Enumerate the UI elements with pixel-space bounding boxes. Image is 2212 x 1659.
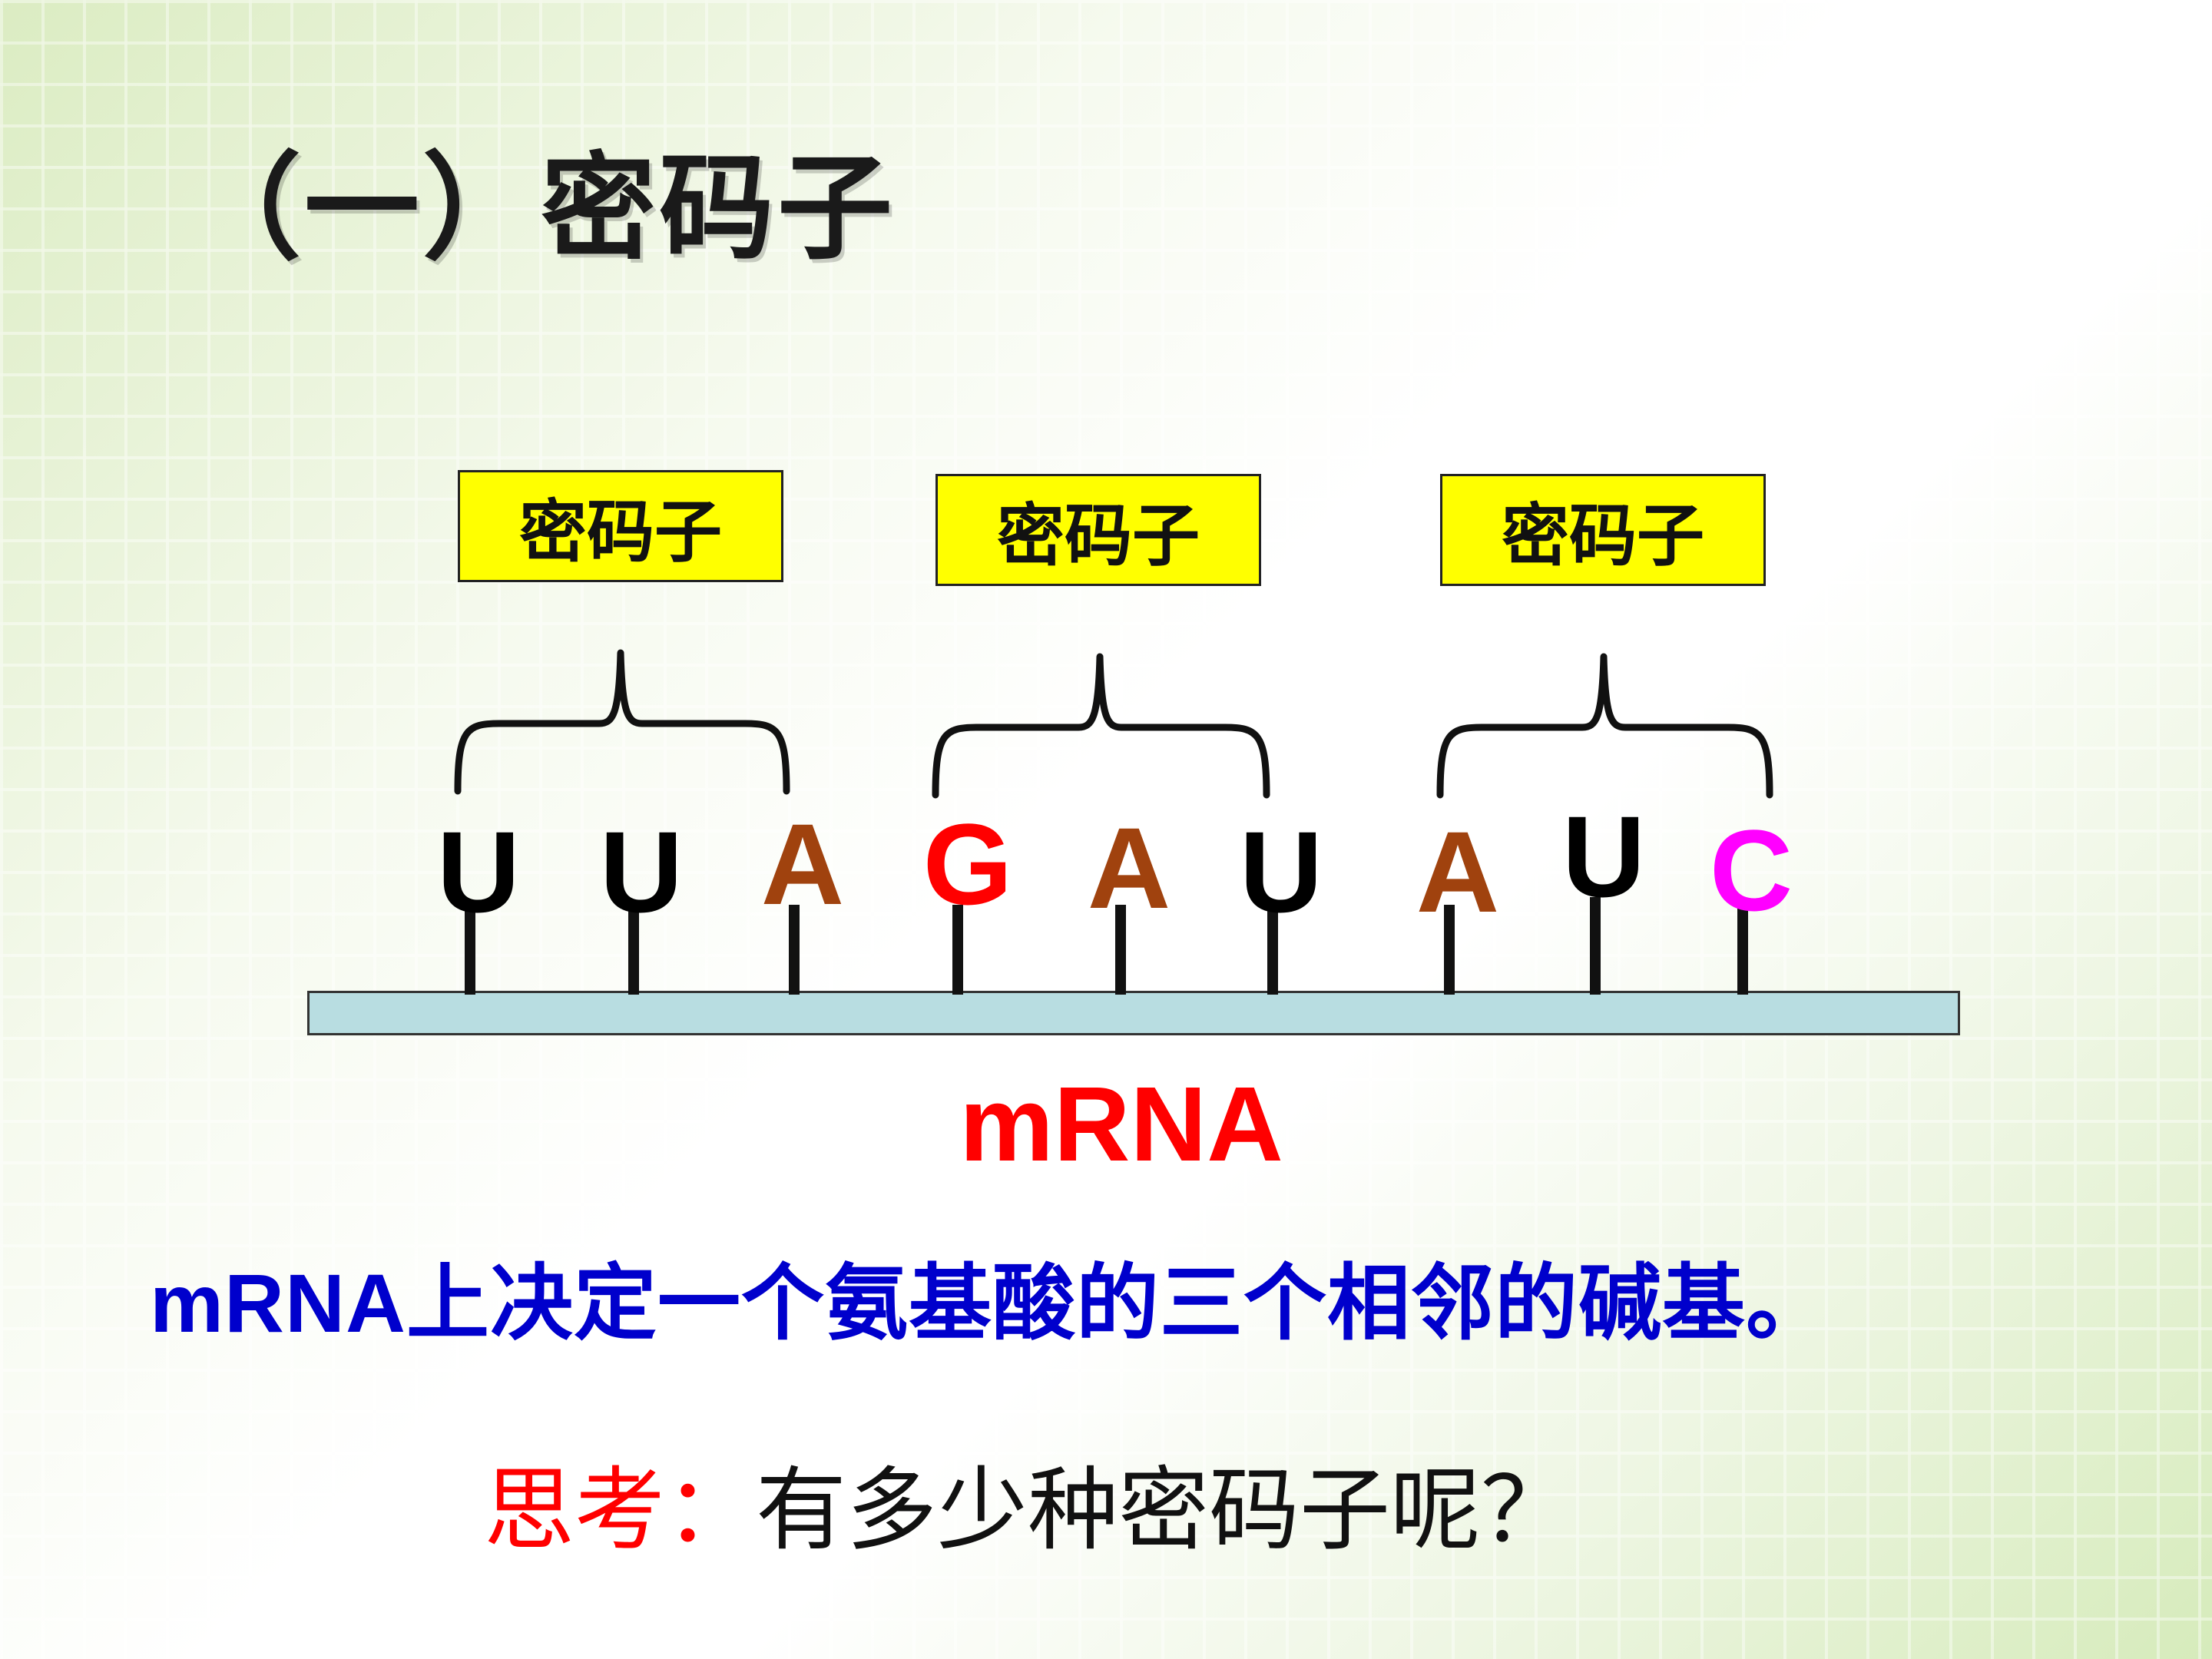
base-1: U <box>436 807 521 936</box>
base-6: U <box>1239 807 1323 936</box>
base-tick <box>628 905 639 995</box>
base-tick <box>1267 905 1278 995</box>
base-tick <box>1444 905 1455 995</box>
base-8: U <box>1561 792 1646 921</box>
codon-definition: mRNA上决定一个氨基酸的三个相邻的碱基。 <box>150 1257 1830 1349</box>
base-5: A <box>1087 803 1171 932</box>
codon-label-2: 密码子 <box>935 474 1261 586</box>
base-tick <box>465 905 475 995</box>
base-9: C <box>1709 806 1793 935</box>
slide-title: （一）密码子 <box>186 142 896 276</box>
brace-1 <box>454 649 790 795</box>
mrna-label: mRNA <box>959 1065 1283 1184</box>
base-7: A <box>1416 807 1500 936</box>
brace-3 <box>1436 653 1773 799</box>
brace-2 <box>932 653 1270 799</box>
mrna-strand <box>307 991 1960 1035</box>
base-4: G <box>922 800 1013 929</box>
base-tick <box>1115 905 1126 995</box>
question-label: 思考： <box>484 1457 757 1563</box>
codon-label-3: 密码子 <box>1440 474 1766 586</box>
base-tick <box>789 905 800 995</box>
base-2: U <box>599 807 684 936</box>
think-question: 思考：有多少种密码子呢？ <box>484 1436 1571 1568</box>
base-3: A <box>760 800 845 929</box>
base-tick <box>1737 905 1748 995</box>
base-tick <box>952 905 963 995</box>
base-tick <box>1590 897 1601 995</box>
question-text: 有多少种密码子呢？ <box>756 1457 1572 1563</box>
codon-label-1: 密码子 <box>458 470 783 582</box>
